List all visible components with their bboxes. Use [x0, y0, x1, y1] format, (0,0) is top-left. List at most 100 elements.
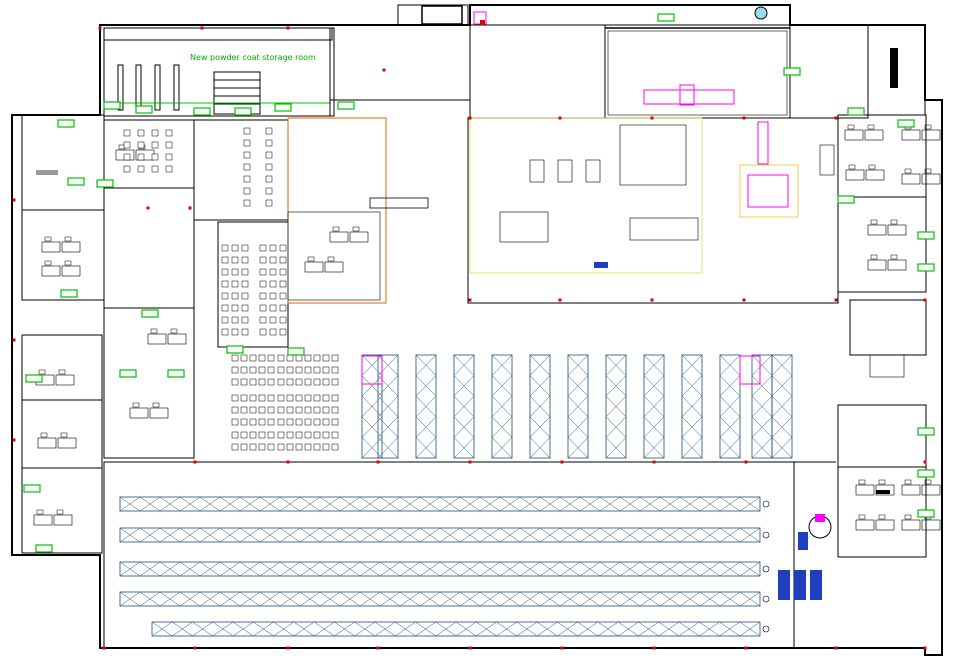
annotation-tag [119, 369, 137, 378]
annotation-tag [837, 195, 855, 204]
chair-icon [132, 402, 140, 408]
chair-icon [331, 431, 339, 439]
chair-icon [267, 418, 275, 426]
chair-rows [123, 127, 339, 451]
chair-icon [878, 514, 886, 520]
chair-icon [904, 514, 912, 520]
marker-dot [12, 198, 16, 202]
chair-icon [231, 431, 239, 439]
chair-icon [259, 316, 267, 324]
rack-end-marker [762, 625, 770, 633]
chair-icon [870, 254, 878, 260]
vertical-racks [361, 354, 793, 459]
chair-icon [249, 431, 257, 439]
chair-icon [64, 260, 72, 266]
chair-icon [279, 328, 287, 336]
marker-dot [12, 438, 16, 442]
chair-icon [231, 304, 239, 312]
annotation-tag [783, 67, 801, 76]
chair-icon [890, 254, 898, 260]
chair-icon [286, 406, 294, 414]
chair-icon [259, 244, 267, 252]
chair-icon [151, 129, 159, 137]
annotation-tag [234, 107, 252, 116]
chair-icon [313, 406, 321, 414]
chair-icon [249, 354, 257, 362]
chair-icon [231, 244, 239, 252]
chair-icon [267, 378, 275, 386]
chair-icon [243, 163, 251, 171]
chair-icon [165, 129, 173, 137]
chair-icon [858, 514, 866, 520]
marker-dot [742, 298, 746, 302]
chair-icon [259, 292, 267, 300]
magenta-rack-end [739, 355, 761, 385]
chair-icon [241, 256, 249, 264]
chair-icon [279, 292, 287, 300]
chair-icon [322, 418, 330, 426]
chair-icon [241, 316, 249, 324]
marker-dot [834, 646, 838, 650]
chair-icon [858, 479, 866, 485]
chair-icon [240, 354, 248, 362]
entrance-block [397, 4, 469, 26]
chair-icon [258, 431, 266, 439]
chair-icon [44, 236, 52, 242]
annotation-tag [917, 231, 935, 240]
chair-icon [243, 175, 251, 183]
chair-icon [258, 406, 266, 414]
chair-icon [269, 304, 277, 312]
annotation-tags [23, 13, 935, 553]
chair-icon [267, 366, 275, 374]
chair-icon [867, 124, 875, 130]
chair-icon [267, 431, 275, 439]
marker-dot [923, 646, 927, 650]
annotation-tag [287, 347, 305, 356]
chair-icon [279, 304, 287, 312]
chair-icon [304, 431, 312, 439]
desk-icon [901, 168, 941, 185]
chair-icon [331, 354, 339, 362]
chair-icon [165, 141, 173, 149]
vertical-rack [605, 354, 627, 459]
desk-clusters [33, 124, 941, 531]
chair-icon [313, 354, 321, 362]
chair-icon [267, 443, 275, 451]
chair-icon [870, 219, 878, 225]
chair-icon [277, 378, 285, 386]
annotation-tag [917, 509, 935, 518]
chair-icon [165, 165, 173, 173]
desk-icon [867, 254, 907, 271]
chair-icon [137, 153, 145, 161]
chair-icon [304, 418, 312, 426]
chair-icon [331, 394, 339, 402]
annotation-tag [57, 119, 75, 128]
chair-icon [123, 129, 131, 137]
marker-dot [468, 460, 472, 464]
chair-icon [924, 124, 932, 130]
annotation-tag [917, 263, 935, 272]
desk-icon [129, 402, 169, 419]
marker-dot [200, 26, 204, 30]
marker-dot [652, 460, 656, 464]
vertical-rack [751, 354, 773, 459]
annotation-tag [167, 369, 185, 378]
horizontal-rack [119, 561, 770, 577]
annotation-tag [23, 484, 41, 493]
annotation-tag [25, 374, 43, 383]
marker-dot [923, 460, 927, 464]
chair-icon [231, 378, 239, 386]
desk-icon [33, 509, 73, 526]
storage-tank-icon [794, 570, 806, 600]
chair-icon [151, 153, 159, 161]
chair-icon [241, 244, 249, 252]
rack-end-marker [762, 500, 770, 508]
chair-icon [150, 328, 158, 334]
chair-icon [322, 354, 330, 362]
desk-icon [844, 124, 884, 141]
chair-icon [279, 316, 287, 324]
storage-tanks [778, 514, 832, 600]
chair-icon [878, 479, 886, 485]
rack-end-marker [762, 565, 770, 573]
chair-icon [249, 394, 257, 402]
